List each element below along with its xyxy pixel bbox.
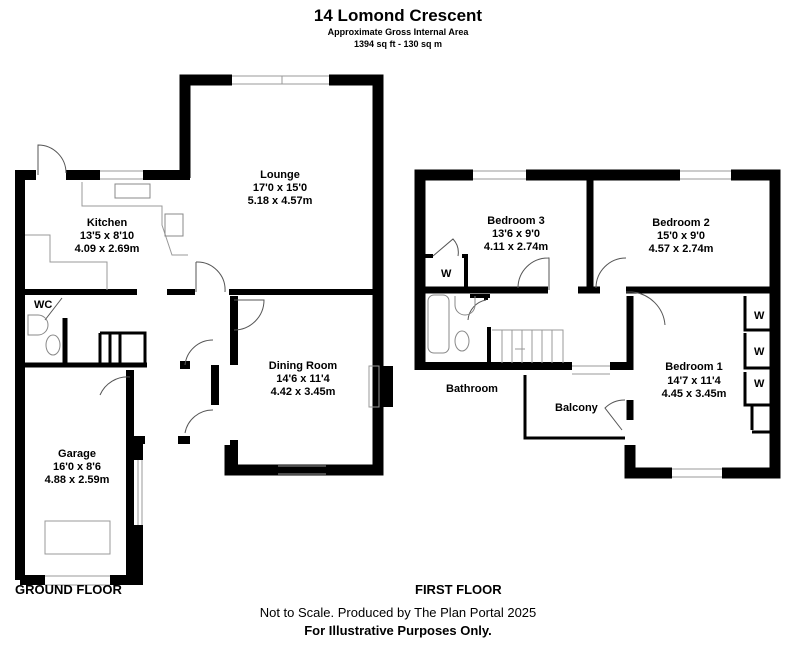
hob-icon (164, 213, 184, 237)
svg-text:Bedroom 1: Bedroom 1 (665, 361, 722, 373)
svg-text:Bedroom 3: Bedroom 3 (487, 215, 544, 227)
footer-disclaimer: Not to Scale. Produced by The Plan Porta… (259, 605, 537, 620)
svg-text:4.42 x 3.45m: 4.42 x 3.45m (271, 386, 336, 398)
bedroom-3-label: Bedroom 3 13'6 x 9'0 4.11 x 2.74m (484, 215, 548, 253)
svg-text:14'6 x 11'4: 14'6 x 11'4 (276, 373, 330, 385)
wardrobe-label-bed3: W (441, 268, 452, 280)
wardrobe-label-3: W (754, 378, 765, 390)
svg-text:4.09 x 2.69m: 4.09 x 2.69m (75, 243, 140, 255)
ground-floor-plan (15, 74, 393, 586)
dining-room-label: Dining Room 14'6 x 11'4 4.42 x 3.45m (269, 360, 338, 398)
wardrobe-label-2: W (754, 346, 765, 358)
area-value: 1394 sq ft - 130 sq m (353, 39, 443, 49)
lounge-walls (179, 74, 384, 476)
garage-window (45, 460, 143, 586)
garage-label: Garage 16'0 x 8'6 4.88 x 2.59m (45, 448, 110, 486)
stairs (492, 329, 564, 363)
bedroom-1-label: Bedroom 1 14'7 x 11'4 4.45 x 3.45m (662, 361, 727, 400)
bathroom-label: Bathroom (446, 383, 498, 395)
balcony-label: Balcony (555, 402, 599, 414)
garage-walls (20, 440, 143, 585)
wardrobe-bed3 (424, 254, 468, 288)
wc-label: WC (34, 299, 52, 311)
svg-text:Garage: Garage (58, 448, 96, 460)
dining-window (278, 465, 326, 475)
svg-text:13'6 x 9'0: 13'6 x 9'0 (492, 228, 540, 240)
svg-text:4.57 x 2.74m: 4.57 x 2.74m (649, 243, 714, 255)
bedroom-divider (420, 178, 775, 420)
door-swings (37, 144, 265, 434)
svg-text:4.45 x 3.45m: 4.45 x 3.45m (662, 388, 727, 400)
svg-text:Dining Room: Dining Room (269, 360, 338, 372)
page-title: 14 Lomond Crescent (313, 6, 483, 25)
svg-text:Lounge: Lounge (260, 169, 300, 181)
kitchen-label: Kitchen 13'5 x 8'10 4.09 x 2.69m (75, 217, 140, 255)
first-floor-plan (414, 169, 781, 479)
kitchen-units (25, 182, 188, 290)
svg-text:17'0 x 15'0: 17'0 x 15'0 (253, 182, 307, 194)
bathroom-inner (470, 294, 491, 366)
garage-door-panel (44, 520, 111, 555)
outer-walls-top (414, 169, 781, 479)
chimney-breast (383, 366, 393, 407)
svg-text:4.88 x 2.59m: 4.88 x 2.59m (45, 474, 110, 486)
lounge-window (232, 75, 329, 85)
svg-text:16'0 x 8'6: 16'0 x 8'6 (53, 461, 101, 473)
wardrobe-label-1: W (754, 310, 765, 322)
first-floor-label: FIRST FLOOR (415, 582, 502, 597)
door-swings-ff (432, 238, 666, 431)
ground-floor-label: GROUND FLOOR (15, 582, 122, 597)
kitchen-window (100, 170, 143, 180)
svg-text:Kitchen: Kitchen (87, 217, 128, 229)
bath-toilet-icon (454, 330, 470, 352)
svg-text:5.18 x 4.57m: 5.18 x 4.57m (248, 195, 313, 207)
wardrobes-bed1 (743, 296, 773, 434)
svg-text:Bedroom 2: Bedroom 2 (652, 217, 709, 229)
dining-fireplace (368, 365, 380, 408)
bedroom-1-window (672, 468, 722, 478)
balcony-outline (523, 375, 625, 440)
kitchen-walls (15, 170, 190, 580)
svg-text:4.11 x 2.74m: 4.11 x 2.74m (484, 241, 548, 253)
footer-illustrative: For Illustrative Purposes Only. (304, 623, 492, 638)
svg-text:13'5 x 8'10: 13'5 x 8'10 (80, 230, 134, 242)
stairs-walls (98, 331, 147, 365)
lounge-label: Lounge 17'0 x 15'0 5.18 x 4.57m (248, 169, 313, 207)
bath-icon (427, 294, 450, 354)
wc-walls (20, 318, 147, 368)
wc-toilet-icon (45, 334, 61, 356)
balcony-window (572, 365, 610, 375)
bedroom-2-label: Bedroom 2 15'0 x 9'0 4.57 x 2.74m (649, 217, 714, 255)
wc-basin-icon (27, 314, 49, 336)
svg-text:15'0 x 9'0: 15'0 x 9'0 (657, 230, 705, 242)
sink-icon (114, 183, 151, 199)
svg-text:14'7 x 11'4: 14'7 x 11'4 (667, 375, 721, 387)
top-windows (473, 170, 731, 180)
bath-basin-icon (454, 296, 476, 316)
area-subtitle: Approximate Gross Internal Area (327, 27, 469, 37)
